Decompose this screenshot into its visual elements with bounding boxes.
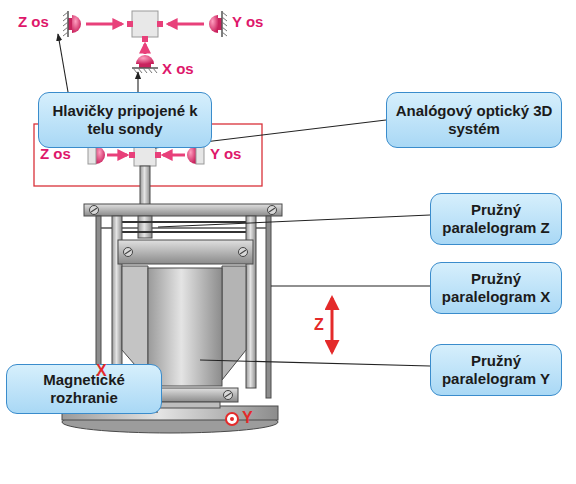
z-leaf-spring (112, 221, 256, 223)
leader-line (137, 72, 138, 92)
pink-arrow (86, 23, 122, 26)
screw (224, 391, 233, 400)
callout-box: Pružný paralelogram X (430, 262, 562, 314)
axis-name: Z os (18, 13, 49, 30)
axis-name: Y os (210, 145, 241, 162)
callout-text: Hlavičky pripojené k telu sondy (47, 102, 203, 138)
head (196, 146, 204, 164)
optical-cube (127, 11, 163, 42)
x-leaf-spring (266, 216, 271, 398)
callout-text: Pružný paralelogram X (439, 270, 553, 306)
head (96, 146, 105, 164)
y-leaf-spring (122, 266, 148, 380)
callout-text: Pružný paralelogram Z (439, 201, 553, 237)
screw (124, 248, 133, 257)
head (187, 146, 196, 164)
callout-text: Magnetické rozhranie (15, 371, 153, 407)
leader-line (58, 34, 68, 92)
y-axis-symbol (226, 413, 238, 425)
y-axis-symbol (230, 417, 234, 421)
contact-head (63, 11, 81, 37)
y-leaf-spring (222, 266, 246, 380)
axis-label: X (96, 362, 107, 380)
contact-head (132, 55, 158, 73)
callout-box: Pružný paralelogram Z (430, 193, 562, 245)
z-leaf-spring (112, 231, 256, 233)
screw (268, 206, 277, 215)
z-axis-arrow (331, 298, 334, 352)
axis-name: Y os (232, 13, 263, 30)
screw (90, 206, 99, 215)
callout-text: Pružný paralelogram Y (439, 352, 553, 388)
clamp-block (118, 240, 253, 264)
callout-box: Magnetické rozhranie (6, 364, 162, 414)
top-plate (84, 204, 282, 216)
stem (140, 166, 150, 206)
leader-line (158, 215, 430, 227)
pink-arrow (107, 154, 127, 157)
callout-box: Hlavičky pripojené k telu sondy (38, 92, 212, 148)
callout-box: Pružný paralelogram Y (430, 344, 562, 396)
head (88, 146, 96, 164)
screw (239, 248, 248, 257)
callout-box: Analógový optický 3D systém (386, 92, 562, 148)
x-frame (101, 227, 266, 229)
pink-arrow (168, 23, 204, 26)
leader-line (200, 360, 430, 366)
axis-label: Z (314, 316, 324, 334)
axis-name: Z os (40, 145, 71, 162)
axis-name: X os (162, 60, 194, 77)
lower-stem (138, 216, 152, 238)
pink-arrow (163, 154, 185, 157)
axis-label: Y (242, 409, 253, 427)
leader-line (271, 285, 430, 286)
pink-arrow (144, 44, 147, 54)
contact-head (209, 11, 227, 37)
callout-text: Analógový optický 3D systém (395, 102, 553, 138)
